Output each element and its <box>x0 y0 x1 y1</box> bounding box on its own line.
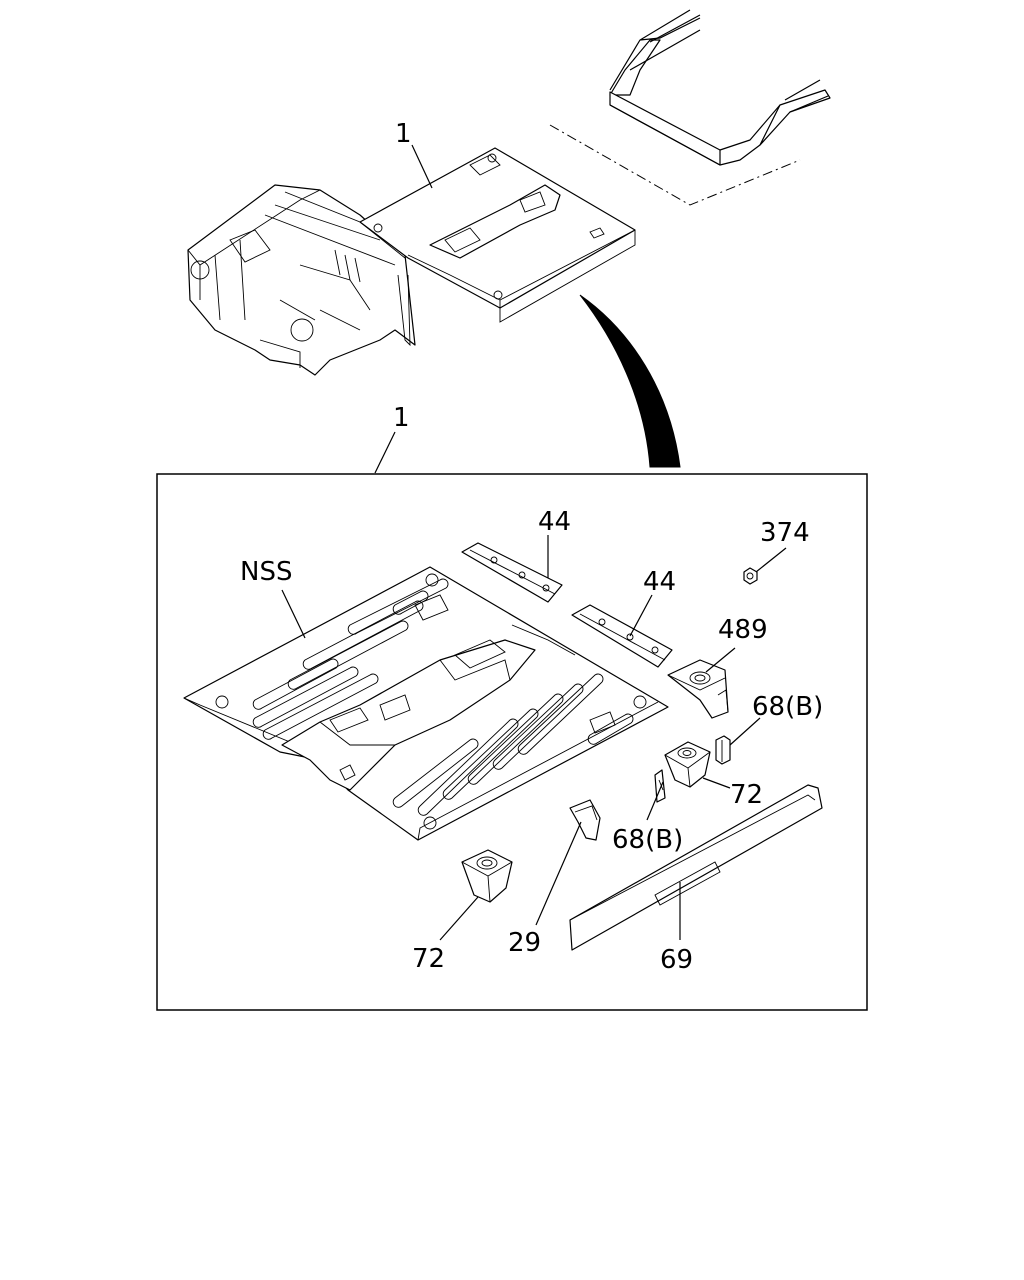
mount-72-right <box>664 741 711 788</box>
callout-leader-box <box>374 431 396 474</box>
nut-374 <box>743 567 758 585</box>
detail-arrow <box>579 294 681 468</box>
clip-29 <box>569 799 601 841</box>
spacer-68b-right <box>715 735 731 765</box>
bracket-44-upper <box>461 542 563 603</box>
callout-489: 489 <box>718 615 768 645</box>
callout-upper-assembly: 1 <box>395 119 412 149</box>
bracket-44-lower <box>571 604 673 668</box>
mount-72-left <box>461 849 513 903</box>
callout-68b-center: 68(B) <box>612 825 683 855</box>
callout-44-upper: 44 <box>538 507 571 537</box>
reinforcement-489 <box>667 659 729 719</box>
frame-rail-view <box>549 9 831 206</box>
callout-kit-box: 1 <box>393 403 410 433</box>
callout-69: 69 <box>660 945 693 975</box>
floor-panel <box>183 566 669 841</box>
callout-72-left: 72 <box>412 944 445 974</box>
callout-68b-right: 68(B) <box>752 692 823 722</box>
detail-box <box>156 473 868 1011</box>
upper-floor-panel <box>359 147 636 323</box>
callout-29: 29 <box>508 928 541 958</box>
callout-nss: NSS <box>240 557 292 587</box>
callout-leader-upper <box>411 144 433 189</box>
sill-strip-69 <box>569 784 823 951</box>
leader-lines <box>281 535 787 941</box>
callout-374: 374 <box>760 518 810 548</box>
callout-44-lower: 44 <box>643 567 676 597</box>
callout-72-right: 72 <box>730 780 763 810</box>
cab-body-shell <box>187 184 416 376</box>
